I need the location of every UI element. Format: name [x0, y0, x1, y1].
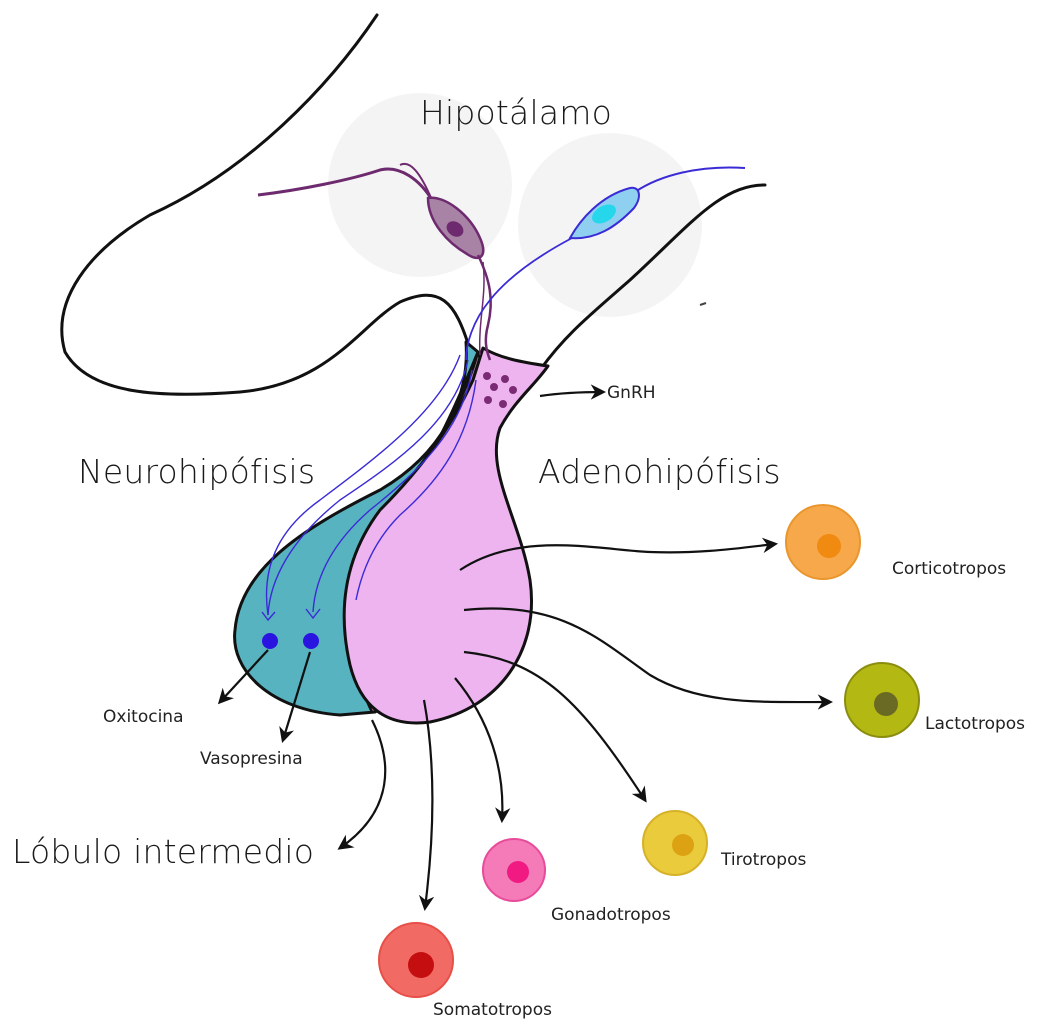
- adenohypophysis-shape: [344, 348, 548, 723]
- brain-tick: [700, 303, 706, 305]
- lactotrope-nucleus: [874, 692, 898, 716]
- somatotropes-arrow: [424, 700, 432, 908]
- lactotropes-label: Lactotropos: [925, 716, 1025, 733]
- gnrh-label: GnRH: [607, 385, 656, 402]
- somatotrope-nucleus: [408, 952, 434, 978]
- thyrotrope-cell: [643, 811, 707, 875]
- corticotrope-cell: [786, 505, 860, 579]
- intermediate-lobe-label: Lóbulo intermedio: [12, 835, 314, 868]
- somatotrope-cell: [379, 923, 453, 997]
- vasopressin-terminal: [303, 633, 319, 649]
- gonadotropes-label: Gonadotropos: [551, 907, 671, 924]
- corticotropes-label: Corticotropos: [892, 561, 1006, 578]
- corticotrope-nucleus: [817, 534, 841, 558]
- oxytocin-terminal: [262, 633, 278, 649]
- adenohypophysis-label: Adenohipófisis: [538, 455, 781, 488]
- thyrotropes-label: Tirotropos: [721, 852, 806, 869]
- oxytocin-label: Oxitocina: [103, 709, 184, 726]
- lactotrope-cell: [845, 663, 919, 737]
- somatotropes-label: Somatotropos: [433, 1002, 552, 1019]
- hypothalamus-label: Hipotálamo: [420, 96, 612, 129]
- gonadotrope-cell: [483, 839, 545, 901]
- gonadotrope-nucleus: [507, 861, 529, 883]
- neurohypophysis-label: Neurohipófisis: [78, 455, 315, 488]
- intermediate-lobe-arrow: [340, 720, 385, 848]
- gnrh-arrow: [540, 392, 603, 396]
- vasopressin-label: Vasopresina: [200, 751, 303, 768]
- thyrotrope-nucleus: [672, 834, 694, 856]
